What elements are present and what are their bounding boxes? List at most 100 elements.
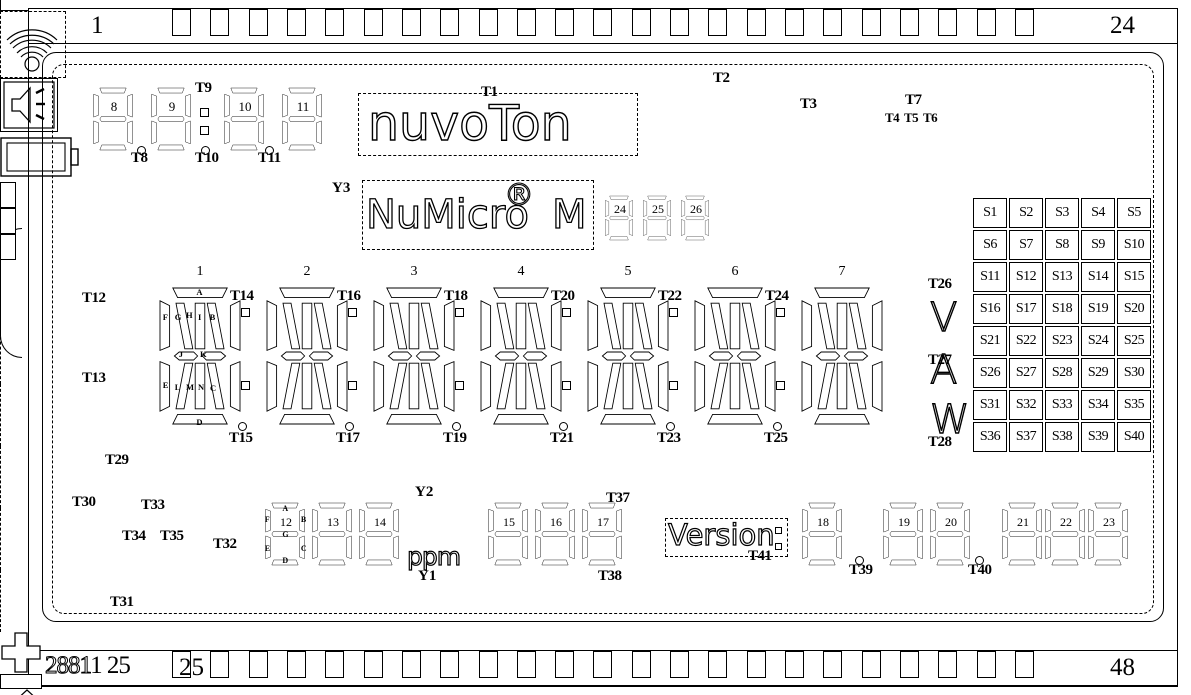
top-pin-row — [172, 9, 1034, 43]
marker-y3: Y3 — [332, 180, 351, 196]
colon-t22-upper — [669, 308, 678, 317]
main-digit-number-6: 6 — [731, 264, 739, 279]
s-cell-s8: S8 — [1045, 230, 1079, 260]
colon-t20-link — [0, 446, 1, 508]
segment-c — [836, 535, 842, 560]
s-cell-s38: S38 — [1045, 422, 1079, 452]
logo-small-digit-24 — [602, 195, 636, 241]
segment-a — [814, 287, 870, 299]
serial-solid-part: 1 — [90, 652, 102, 679]
main-digit-number-3: 3 — [410, 264, 418, 279]
segment-k — [629, 351, 655, 361]
segment-label-j: J — [178, 349, 184, 360]
version-box — [665, 518, 788, 557]
segment-h — [301, 302, 313, 350]
segment-m — [301, 362, 313, 410]
segment-n — [848, 362, 867, 410]
segment-b — [764, 300, 776, 352]
segment-k — [522, 351, 548, 361]
segment-c — [258, 120, 264, 145]
segment-f — [930, 508, 936, 533]
segment-c — [1122, 535, 1128, 560]
s-cell-s2: S2 — [1009, 198, 1043, 228]
s-cell-s27: S27 — [1009, 358, 1043, 388]
segment-f — [1088, 508, 1094, 533]
segment-m — [729, 362, 741, 410]
segment-e — [605, 219, 609, 236]
colon-t16-upper — [348, 308, 357, 317]
connector-pin — [401, 651, 421, 678]
marker-t39: T39 — [849, 562, 873, 578]
segment-g — [389, 302, 408, 350]
segment-label-c: C — [210, 383, 217, 394]
segment-g — [588, 531, 616, 537]
version-digit-19 — [881, 502, 925, 566]
connector-pin — [286, 651, 306, 678]
connector-pin — [823, 9, 843, 36]
colon-t9-lower — [200, 126, 209, 135]
segment-f — [883, 508, 889, 533]
segment-b — [616, 508, 622, 533]
segment-label-e: E — [162, 380, 169, 391]
segment-d — [1008, 559, 1036, 566]
nuvoton-logo-text: nuvoTon — [367, 94, 572, 152]
version-colon-upper — [775, 527, 782, 534]
segment-j — [815, 351, 841, 361]
connector-pin — [440, 9, 460, 36]
marker-t19: T19 — [443, 430, 467, 446]
colon-t20-upper — [562, 308, 571, 317]
marker-t12: T12 — [82, 290, 106, 306]
segment-n — [634, 362, 653, 410]
battery-bar-t5 — [0, 208, 16, 234]
segment-i — [420, 302, 439, 350]
segment-e — [587, 360, 599, 412]
dpad-center-top-label[interactable]: T33 — [141, 497, 165, 513]
marker-t5: T5 — [904, 110, 919, 125]
segment-e — [1045, 535, 1051, 560]
marker-t32: T32 — [213, 536, 237, 552]
segment-a — [99, 87, 127, 94]
segment-g — [685, 216, 705, 220]
segment-f — [159, 300, 171, 352]
connector-pin — [516, 9, 536, 36]
segment-l — [175, 362, 194, 410]
dpad-center-right-label[interactable]: T35 — [160, 528, 184, 544]
connector-pin — [401, 9, 421, 36]
dpad-center-left-label[interactable]: T34 — [122, 528, 146, 544]
segment-g — [710, 302, 729, 350]
marker-t7: T7 — [905, 92, 922, 108]
connector-pin — [976, 651, 996, 678]
colon-t18-link — [0, 384, 1, 446]
version-digit-22 — [1043, 502, 1087, 566]
ppm-symbol: ppm — [406, 541, 461, 571]
segment-e — [535, 535, 541, 560]
version-digit-21 — [1000, 502, 1044, 566]
dp-t15 — [238, 422, 247, 431]
segment-d — [271, 559, 299, 566]
segment-c — [616, 535, 622, 560]
segment-c — [522, 535, 528, 560]
battery-icon — [0, 132, 80, 182]
segment-a — [1008, 502, 1036, 509]
segment-f — [224, 93, 230, 118]
segment-c — [871, 360, 883, 412]
top-digit-number-11: 11 — [296, 99, 310, 114]
segment-e — [151, 120, 157, 145]
dpad-up-arrow[interactable] — [0, 689, 54, 695]
colon-t14-upper — [241, 308, 250, 317]
logo-small-digit-number-26: 26 — [690, 202, 702, 216]
top-digit-number-8: 8 — [110, 99, 118, 114]
segment-g — [1051, 531, 1079, 537]
connector-pin — [248, 651, 268, 678]
connector-pin — [785, 651, 804, 678]
segment-i — [634, 302, 653, 350]
s-cell-s17: S17 — [1009, 294, 1043, 324]
colon-t14-link — [0, 260, 1, 322]
segment-d — [386, 413, 442, 425]
segment-g — [494, 531, 522, 537]
serial-hollow-part: 2881 — [44, 652, 91, 680]
segment-k — [308, 351, 334, 361]
marker-t1-underline — [0, 10, 28, 11]
bottom-digit-number-13: 13 — [327, 515, 339, 529]
segment-a — [230, 87, 258, 94]
